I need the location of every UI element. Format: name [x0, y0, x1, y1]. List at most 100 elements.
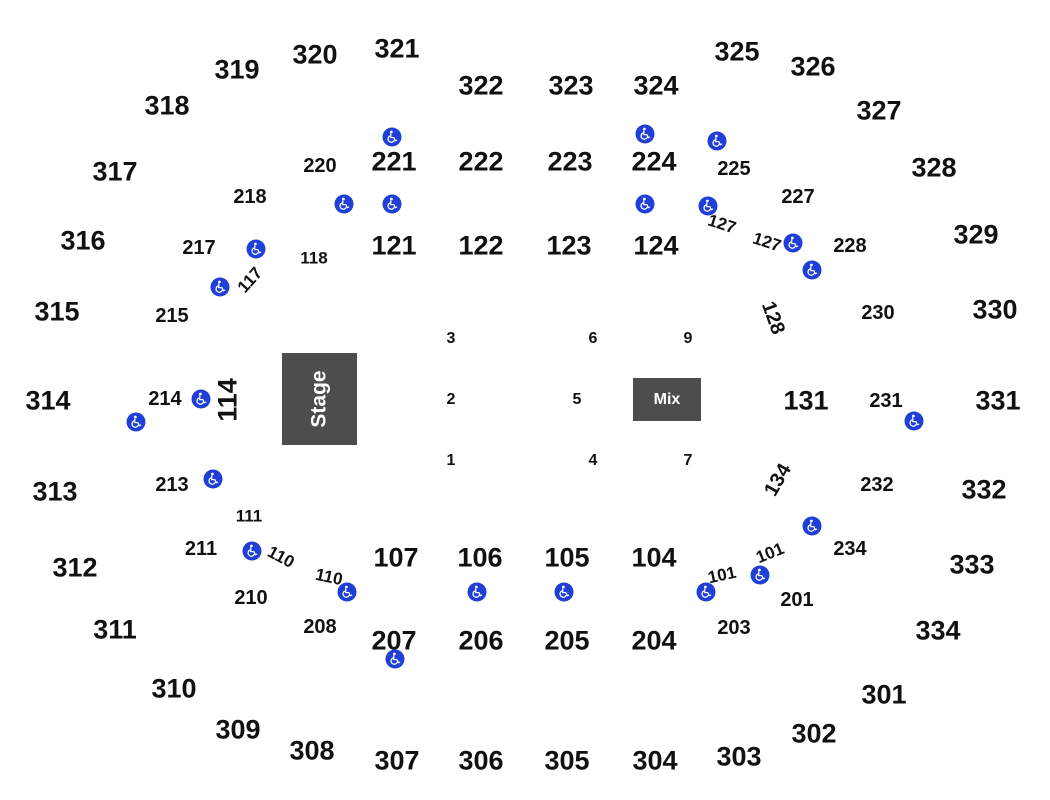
- floor-section-1[interactable]: 1: [446, 452, 456, 469]
- floor-section-3[interactable]: 3: [446, 330, 456, 347]
- wheelchair-accessible-icon[interactable]: [334, 194, 354, 214]
- section-322[interactable]: 322: [458, 70, 504, 101]
- section-134[interactable]: 134: [760, 460, 796, 500]
- section-225[interactable]: 225: [717, 158, 751, 180]
- floor-section-7[interactable]: 7: [683, 452, 693, 469]
- section-328[interactable]: 328: [911, 152, 957, 183]
- wheelchair-accessible-icon[interactable]: [337, 582, 357, 602]
- section-128[interactable]: 128: [756, 298, 790, 338]
- wheelchair-accessible-icon[interactable]: [802, 516, 822, 536]
- section-332[interactable]: 332: [961, 474, 1007, 505]
- wheelchair-accessible-icon[interactable]: [191, 389, 211, 409]
- section-206[interactable]: 206: [458, 625, 504, 656]
- section-304[interactable]: 304: [632, 745, 678, 776]
- section-333[interactable]: 333: [949, 549, 995, 580]
- section-331[interactable]: 331: [975, 385, 1021, 416]
- section-234[interactable]: 234: [833, 538, 867, 560]
- stage-block[interactable]: Stage: [282, 353, 357, 445]
- wheelchair-accessible-icon[interactable]: [696, 582, 716, 602]
- section-214[interactable]: 214: [148, 388, 182, 410]
- section-114[interactable]: 114: [212, 378, 243, 422]
- section-330[interactable]: 330: [972, 294, 1018, 325]
- section-220[interactable]: 220: [303, 155, 337, 177]
- section-228[interactable]: 228: [833, 235, 867, 257]
- section-105[interactable]: 105: [544, 542, 590, 573]
- section-334[interactable]: 334: [915, 615, 961, 646]
- section-231[interactable]: 231: [869, 390, 903, 412]
- wheelchair-accessible-icon[interactable]: [126, 412, 146, 432]
- section-111[interactable]: 111: [235, 506, 263, 526]
- floor-section-4[interactable]: 4: [588, 452, 598, 469]
- wheelchair-accessible-icon[interactable]: [382, 127, 402, 147]
- section-204[interactable]: 204: [631, 625, 677, 656]
- wheelchair-accessible-icon[interactable]: [246, 239, 266, 259]
- floor-section-6[interactable]: 6: [588, 330, 598, 347]
- section-314[interactable]: 314: [25, 385, 71, 416]
- wheelchair-accessible-icon[interactable]: [203, 469, 223, 489]
- section-118[interactable]: 118: [300, 248, 328, 268]
- section-222[interactable]: 222: [458, 146, 504, 177]
- section-124[interactable]: 124: [633, 230, 679, 261]
- mix-position-block[interactable]: Mix: [633, 378, 701, 421]
- section-208[interactable]: 208: [303, 616, 337, 638]
- section-203[interactable]: 203: [717, 617, 751, 639]
- wheelchair-accessible-icon[interactable]: [467, 582, 487, 602]
- section-310[interactable]: 310: [151, 673, 197, 704]
- section-223[interactable]: 223: [547, 146, 593, 177]
- wheelchair-accessible-icon[interactable]: [210, 277, 230, 297]
- section-230[interactable]: 230: [861, 302, 895, 324]
- wheelchair-accessible-icon[interactable]: [635, 124, 655, 144]
- section-329[interactable]: 329: [953, 219, 999, 250]
- section-107[interactable]: 107: [373, 542, 419, 573]
- floor-section-2[interactable]: 2: [446, 391, 456, 408]
- floor-section-5[interactable]: 5: [572, 391, 582, 408]
- section-127[interactable]: 127: [705, 210, 739, 238]
- wheelchair-accessible-icon[interactable]: [707, 131, 727, 151]
- section-218[interactable]: 218: [233, 186, 267, 208]
- section-106[interactable]: 106: [457, 542, 503, 573]
- section-308[interactable]: 308: [289, 735, 335, 766]
- section-127[interactable]: 127: [750, 228, 784, 256]
- section-117[interactable]: 117: [233, 263, 267, 297]
- section-312[interactable]: 312: [52, 552, 98, 583]
- floor-section-9[interactable]: 9: [683, 330, 693, 347]
- wheelchair-accessible-icon[interactable]: [904, 411, 924, 431]
- section-324[interactable]: 324: [633, 70, 679, 101]
- wheelchair-accessible-icon[interactable]: [382, 194, 402, 214]
- section-306[interactable]: 306: [458, 745, 504, 776]
- section-311[interactable]: 311: [93, 614, 137, 645]
- section-110[interactable]: 110: [264, 542, 298, 572]
- section-307[interactable]: 307: [374, 745, 420, 776]
- section-317[interactable]: 317: [92, 156, 138, 187]
- section-313[interactable]: 313: [32, 476, 78, 507]
- section-320[interactable]: 320: [292, 39, 338, 70]
- section-211[interactable]: 211: [184, 538, 218, 560]
- section-123[interactable]: 123: [546, 230, 592, 261]
- section-321[interactable]: 321: [374, 33, 420, 64]
- section-303[interactable]: 303: [716, 741, 762, 772]
- section-210[interactable]: 210: [234, 587, 268, 609]
- wheelchair-accessible-icon[interactable]: [802, 260, 822, 280]
- section-131[interactable]: 131: [783, 385, 829, 416]
- section-325[interactable]: 325: [714, 36, 760, 67]
- section-326[interactable]: 326: [790, 51, 836, 82]
- section-201[interactable]: 201: [780, 589, 814, 611]
- wheelchair-accessible-icon[interactable]: [635, 194, 655, 214]
- section-323[interactable]: 323: [548, 70, 594, 101]
- section-122[interactable]: 122: [458, 230, 504, 261]
- section-205[interactable]: 205: [544, 625, 590, 656]
- section-215[interactable]: 215: [155, 305, 189, 327]
- section-104[interactable]: 104: [631, 542, 677, 573]
- section-227[interactable]: 227: [781, 186, 815, 208]
- section-309[interactable]: 309: [215, 714, 261, 745]
- section-232[interactable]: 232: [860, 474, 894, 496]
- section-316[interactable]: 316: [60, 225, 106, 256]
- section-213[interactable]: 213: [155, 474, 189, 496]
- section-217[interactable]: 217: [182, 237, 216, 259]
- section-121[interactable]: 121: [371, 230, 417, 261]
- section-301[interactable]: 301: [861, 679, 907, 710]
- section-318[interactable]: 318: [144, 90, 190, 121]
- wheelchair-accessible-icon[interactable]: [750, 565, 770, 585]
- wheelchair-accessible-icon[interactable]: [783, 233, 803, 253]
- wheelchair-accessible-icon[interactable]: [385, 649, 405, 669]
